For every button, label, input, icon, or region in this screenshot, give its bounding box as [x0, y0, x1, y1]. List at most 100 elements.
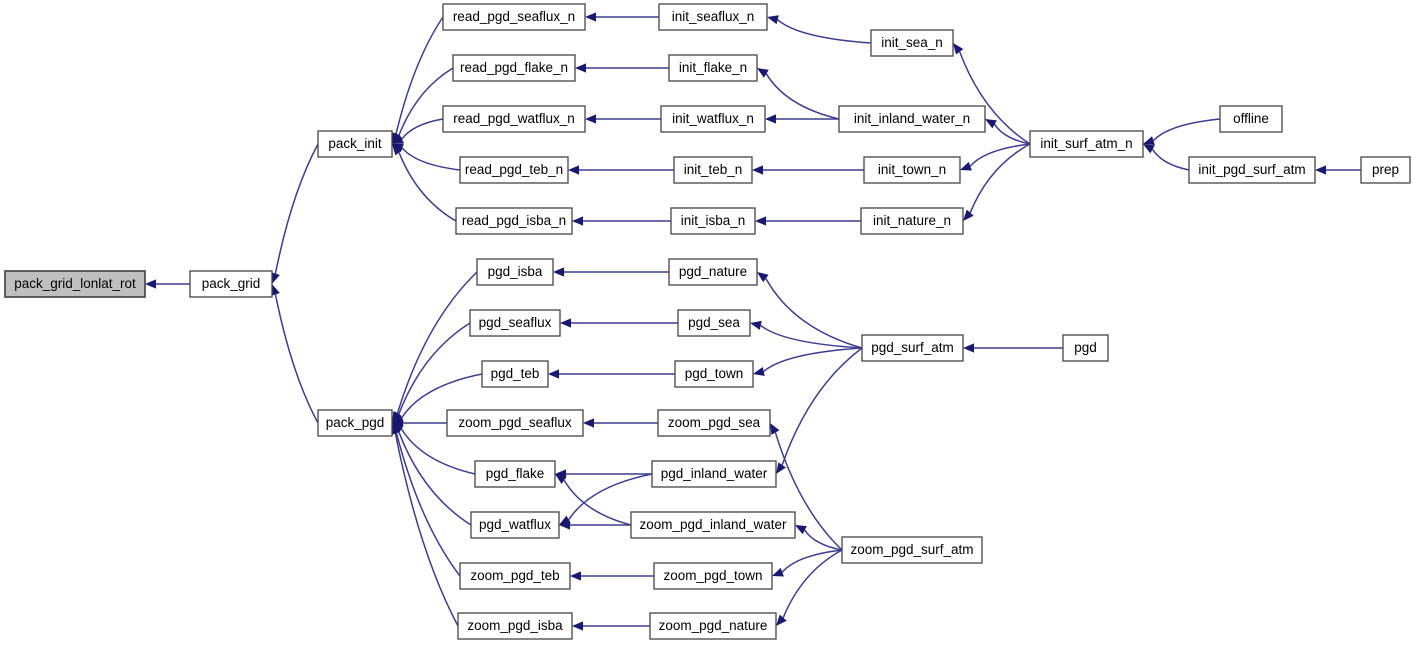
node-zoom_pgd_inland_water[interactable]: zoom_pgd_inland_water: [630, 511, 796, 539]
node-box-pgd_town[interactable]: [674, 360, 754, 388]
node-read_pgd_teb_n[interactable]: read_pgd_teb_n: [459, 156, 569, 184]
node-pgd_teb[interactable]: pgd_teb: [481, 360, 549, 388]
call-edge-arrowhead: [548, 369, 559, 379]
call-edge: [274, 143, 319, 274]
node-box-init_seaflux_n[interactable]: [658, 3, 768, 31]
node-box-pgd_surf_atm[interactable]: [861, 334, 964, 362]
node-box-init_isba_n[interactable]: [670, 207, 756, 235]
node-init_surf_atm_n[interactable]: init_surf_atm_n: [1029, 130, 1144, 158]
node-read_pgd_isba_n[interactable]: read_pgd_isba_n: [455, 207, 573, 235]
node-box-pack_grid[interactable]: [189, 270, 273, 298]
node-pgd[interactable]: pgd: [1062, 334, 1109, 362]
node-read_pgd_watflux_n[interactable]: read_pgd_watflux_n: [442, 105, 586, 133]
call-edge: [274, 294, 319, 424]
node-box-init_town_n[interactable]: [863, 156, 961, 184]
call-edge-arrowhead: [795, 525, 807, 535]
node-box-pack_pgd[interactable]: [317, 409, 393, 437]
call-edge-arrowhead: [963, 343, 974, 353]
node-prep[interactable]: prep: [1360, 156, 1411, 184]
call-edge-arrowhead: [560, 318, 571, 328]
node-box-zoom_pgd_seaflux[interactable]: [446, 409, 584, 437]
node-box-pgd_teb[interactable]: [481, 360, 549, 388]
node-box-pack_grid_lonlat_rot[interactable]: [4, 270, 146, 298]
node-box-read_pgd_flake_n[interactable]: [452, 54, 576, 82]
node-box-init_inland_water_n[interactable]: [838, 105, 986, 133]
node-read_pgd_flake_n[interactable]: read_pgd_flake_n: [452, 54, 576, 82]
node-zoom_pgd_town[interactable]: zoom_pgd_town: [653, 562, 773, 590]
node-box-pgd_inland_water[interactable]: [651, 460, 777, 488]
call-edge: [969, 143, 1031, 213]
node-zoom_pgd_sea[interactable]: zoom_pgd_sea: [657, 409, 771, 437]
node-box-init_sea_n[interactable]: [870, 29, 954, 57]
node-box-pgd_sea[interactable]: [677, 309, 751, 337]
node-init_isba_n[interactable]: init_isba_n: [670, 207, 756, 235]
node-box-zoom_pgd_town[interactable]: [653, 562, 773, 590]
call-edge-arrowhead: [583, 418, 594, 428]
node-box-init_flake_n[interactable]: [668, 54, 758, 82]
node-pgd_watflux[interactable]: pgd_watflux: [470, 511, 560, 539]
node-zoom_pgd_seaflux[interactable]: zoom_pgd_seaflux: [446, 409, 584, 437]
node-init_town_n[interactable]: init_town_n: [863, 156, 961, 184]
node-read_pgd_seaflux_n[interactable]: read_pgd_seaflux_n: [442, 3, 586, 31]
node-zoom_pgd_isba[interactable]: zoom_pgd_isba: [457, 612, 573, 640]
node-init_flake_n[interactable]: init_flake_n: [668, 54, 758, 82]
node-box-pgd_seaflux[interactable]: [469, 309, 561, 337]
node-box-read_pgd_teb_n[interactable]: [459, 156, 569, 184]
node-pack_grid_lonlat_rot[interactable]: pack_grid_lonlat_rot: [4, 270, 146, 298]
node-box-zoom_pgd_nature[interactable]: [649, 612, 777, 640]
node-box-pgd_isba[interactable]: [476, 258, 554, 286]
node-init_sea_n[interactable]: init_sea_n: [870, 29, 954, 57]
node-init_pgd_surf_atm[interactable]: init_pgd_surf_atm: [1188, 156, 1316, 184]
node-box-zoom_pgd_isba[interactable]: [457, 612, 573, 640]
node-box-init_surf_atm_n[interactable]: [1029, 130, 1144, 158]
call-edge-arrowhead: [572, 621, 583, 631]
node-box-init_teb_n[interactable]: [673, 156, 753, 184]
node-box-offline[interactable]: [1219, 105, 1283, 133]
node-pgd_seaflux[interactable]: pgd_seaflux: [469, 309, 561, 337]
node-box-init_pgd_surf_atm[interactable]: [1188, 156, 1316, 184]
node-box-read_pgd_watflux_n[interactable]: [442, 105, 586, 133]
node-zoom_pgd_nature[interactable]: zoom_pgd_nature: [649, 612, 777, 640]
node-pack_pgd[interactable]: pack_pgd: [317, 409, 393, 437]
call-edge: [763, 347, 863, 373]
node-box-pgd_nature[interactable]: [668, 258, 758, 286]
node-box-zoom_pgd_teb[interactable]: [459, 562, 571, 590]
node-pgd_town[interactable]: pgd_town: [674, 360, 754, 388]
node-box-prep[interactable]: [1360, 156, 1411, 184]
node-init_seaflux_n[interactable]: init_seaflux_n: [658, 3, 768, 31]
node-box-pack_init[interactable]: [317, 130, 393, 158]
node-pgd_flake[interactable]: pgd_flake: [474, 460, 556, 488]
node-init_teb_n[interactable]: init_teb_n: [673, 156, 753, 184]
node-zoom_pgd_teb[interactable]: zoom_pgd_teb: [459, 562, 571, 590]
call-edge-arrowhead: [145, 279, 156, 289]
node-pgd_inland_water[interactable]: pgd_inland_water: [651, 460, 777, 488]
node-box-zoom_pgd_inland_water[interactable]: [630, 511, 796, 539]
call-edge-arrowhead: [755, 216, 766, 226]
node-init_watflux_n[interactable]: init_watflux_n: [660, 105, 766, 133]
node-pack_init[interactable]: pack_init: [317, 130, 393, 158]
node-box-init_nature_n[interactable]: [860, 207, 964, 235]
call-edge: [760, 324, 863, 349]
node-pgd_surf_atm[interactable]: pgd_surf_atm: [861, 334, 964, 362]
node-zoom_pgd_surf_atm[interactable]: zoom_pgd_surf_atm: [841, 536, 983, 564]
node-init_inland_water_n[interactable]: init_inland_water_n: [838, 105, 986, 133]
call-edge-arrowhead: [392, 135, 404, 144]
node-offline[interactable]: offline: [1219, 105, 1283, 133]
call-edge-arrowhead: [750, 320, 762, 330]
call-edge-arrowhead: [572, 216, 583, 226]
node-box-read_pgd_seaflux_n[interactable]: [442, 3, 586, 31]
node-box-read_pgd_isba_n[interactable]: [455, 207, 573, 235]
node-box-zoom_pgd_sea[interactable]: [657, 409, 771, 437]
node-init_nature_n[interactable]: init_nature_n: [860, 207, 964, 235]
call-edge: [969, 143, 1031, 167]
node-pgd_isba[interactable]: pgd_isba: [476, 258, 554, 286]
call-edge: [774, 432, 843, 551]
node-box-zoom_pgd_surf_atm[interactable]: [841, 536, 983, 564]
node-box-pgd_watflux[interactable]: [470, 511, 560, 539]
node-pack_grid[interactable]: pack_grid: [189, 270, 273, 298]
node-box-init_watflux_n[interactable]: [660, 105, 766, 133]
node-box-pgd_flake[interactable]: [474, 460, 556, 488]
node-pgd_nature[interactable]: pgd_nature: [668, 258, 758, 286]
node-pgd_sea[interactable]: pgd_sea: [677, 309, 751, 337]
node-box-pgd[interactable]: [1062, 334, 1109, 362]
